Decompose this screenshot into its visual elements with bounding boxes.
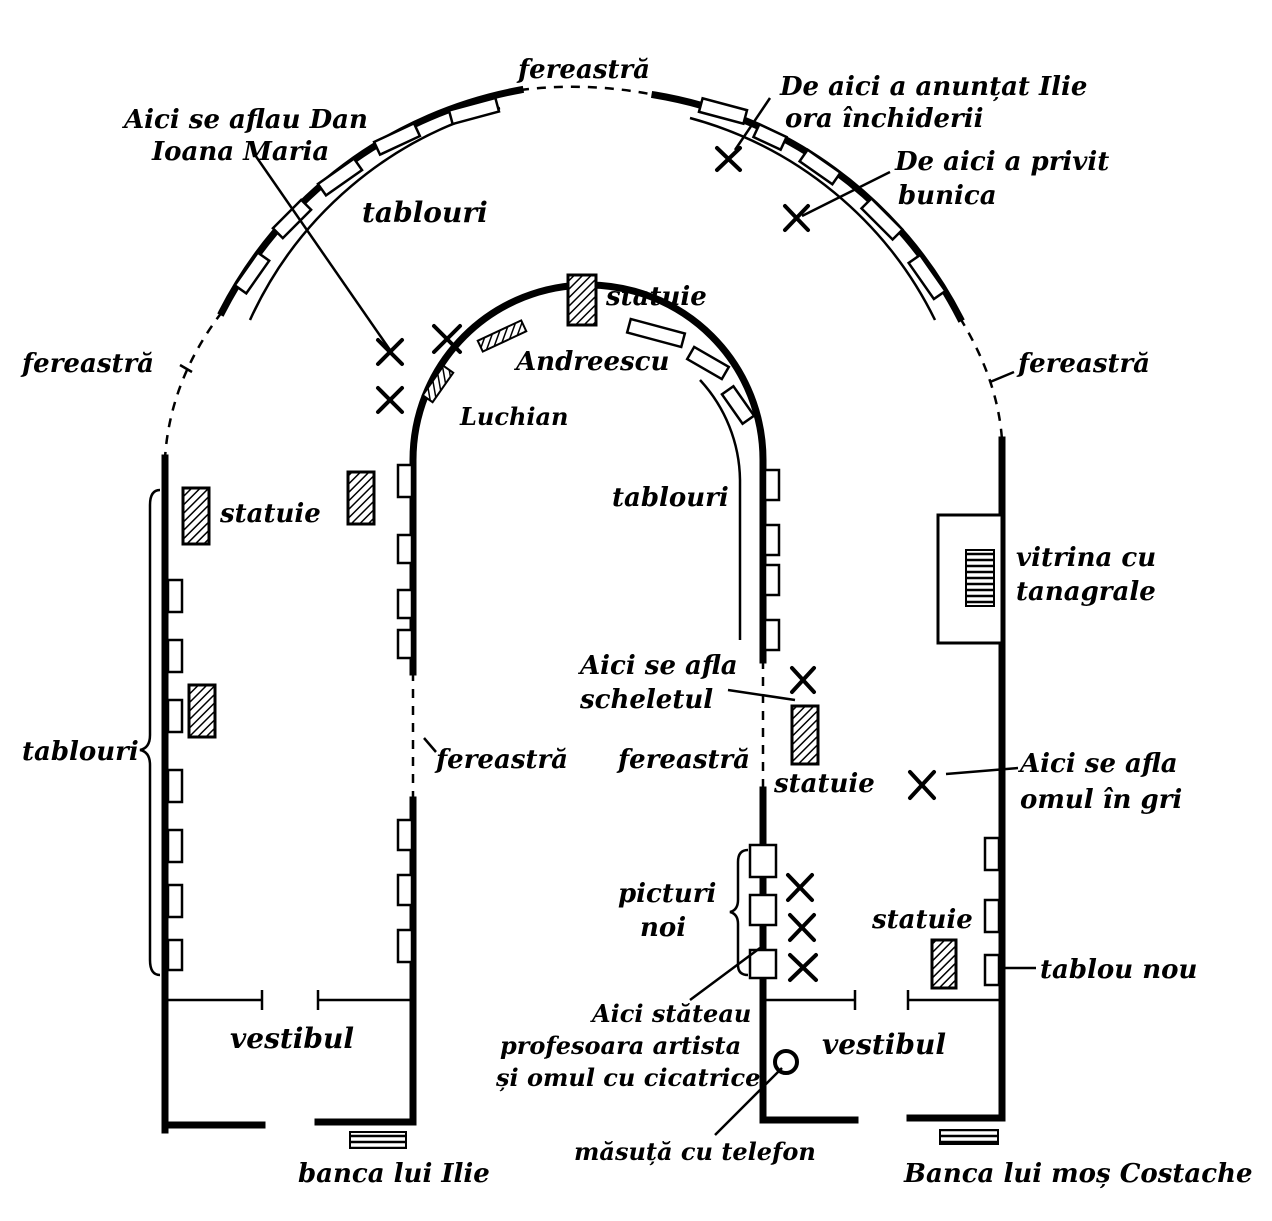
label-tablou-nou: tablou nou bbox=[1040, 955, 1197, 985]
label-statuie-right: statuie bbox=[871, 905, 973, 935]
label-prof-line2: profesoara artista bbox=[500, 1031, 741, 1060]
label-banca-costache: Banca lui moș Costache bbox=[903, 1159, 1253, 1189]
label-luchian: Luchian bbox=[459, 402, 569, 431]
label-fereastra-inner-left: fereastră bbox=[434, 745, 568, 775]
x-marker bbox=[908, 770, 936, 800]
outer-walls bbox=[161, 85, 1006, 1134]
label-tablouri-outer-arch: tablouri bbox=[362, 196, 488, 229]
label-vitrina-line2: tanagrale bbox=[1016, 577, 1156, 607]
label-fereastra-left: fereastră bbox=[20, 349, 154, 379]
label-tablouri-inner-arch: tablouri bbox=[612, 483, 729, 513]
label-vestibul-left: vestibul bbox=[230, 1022, 354, 1055]
label-omul-line1: Aici se afla bbox=[1017, 749, 1178, 779]
label-picturi-line2: noi bbox=[640, 913, 686, 943]
label-dan-line2: Ioana Maria bbox=[151, 137, 329, 167]
label-schelet-line2: scheletul bbox=[579, 685, 713, 715]
benches bbox=[349, 1129, 999, 1149]
label-schelet-line1: Aici se afla bbox=[577, 651, 738, 681]
label-ilie-line2: ora închiderii bbox=[785, 104, 984, 134]
vitrina-showcase bbox=[936, 513, 1004, 645]
label-masuta: măsuță cu telefon bbox=[574, 1137, 816, 1166]
label-vitrina-line1: vitrina cu bbox=[1016, 543, 1156, 573]
x-marker bbox=[790, 666, 816, 694]
phone-table bbox=[773, 1049, 799, 1075]
label-statuie-left: statuie bbox=[219, 499, 321, 529]
brackets bbox=[139, 488, 749, 977]
labels: fereastră fereastră fereastră fereastră … bbox=[20, 55, 1253, 1189]
label-bunica-line2: bunica bbox=[898, 181, 997, 211]
vestibul-partitions bbox=[161, 990, 1006, 1129]
x-marker bbox=[376, 338, 404, 366]
label-ilie-line1: De aici a anunțat Ilie bbox=[779, 72, 1087, 102]
label-prof-line1: Aici stăteau bbox=[590, 999, 751, 1028]
label-fereastra-top: fereastră bbox=[516, 55, 650, 85]
label-tablouri-left: tablouri bbox=[22, 737, 139, 767]
label-fereastra-inner-right: fereastră bbox=[616, 745, 750, 775]
statues bbox=[181, 273, 958, 990]
label-dan-line1: Aici se aflau Dan bbox=[121, 105, 368, 135]
x-marker bbox=[788, 913, 816, 942]
label-bunica-line1: De aici a privit bbox=[894, 147, 1109, 177]
label-prof-line3: și omul cu cicatrice bbox=[495, 1063, 760, 1092]
label-vestibul-right: vestibul bbox=[822, 1028, 946, 1061]
label-picturi-line1: picturi bbox=[618, 879, 716, 909]
x-marker bbox=[783, 204, 810, 232]
label-omul-line2: omul în gri bbox=[1020, 785, 1182, 815]
x-marker bbox=[715, 146, 742, 172]
label-statuie-mid: statuie bbox=[773, 769, 875, 799]
label-fereastra-right: fereastră bbox=[1016, 349, 1150, 379]
x-marker bbox=[788, 953, 818, 982]
x-marker bbox=[432, 324, 462, 354]
x-marker bbox=[786, 873, 814, 902]
leader-lines bbox=[179, 97, 1036, 1136]
wall-paintings bbox=[166, 96, 1001, 987]
label-andreescu: Andreescu bbox=[513, 347, 669, 377]
label-statuie-top: statuie bbox=[605, 282, 707, 312]
person-markers bbox=[376, 146, 936, 982]
x-marker bbox=[376, 386, 404, 414]
label-banca-ilie: banca lui Ilie bbox=[298, 1159, 490, 1189]
